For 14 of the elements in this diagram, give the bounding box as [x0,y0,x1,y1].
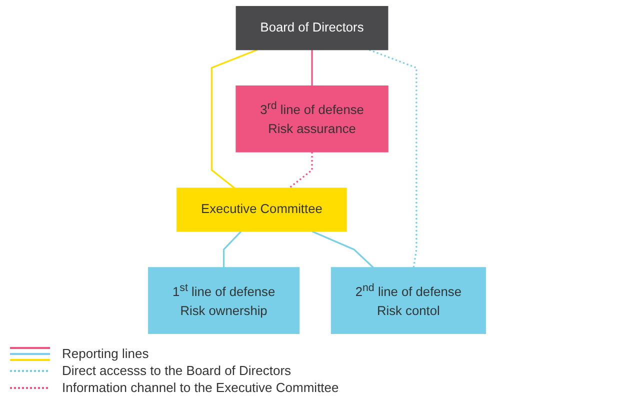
legend-text: Direct accesss to the Board of Directors [62,363,292,378]
node-box: 2$^{nd}$ line of defense Risk contol [330,267,486,334]
connector [311,50,313,86]
connector [210,49,258,189]
connector [288,152,313,189]
node-box: 3$^{rd}$ line of defense Risk assurance [236,85,388,152]
connector [223,230,242,268]
node-box: Executive Committee [176,188,347,232]
node-box: 1$^{st}$ line of defense Risk ownership [148,267,300,334]
connector [312,230,374,268]
node-box: Board of Directors [236,6,388,50]
legend-text: Reporting lines [62,346,149,361]
legend-text: Information channel to the Executive Committee [62,380,339,395]
connector [368,49,418,268]
